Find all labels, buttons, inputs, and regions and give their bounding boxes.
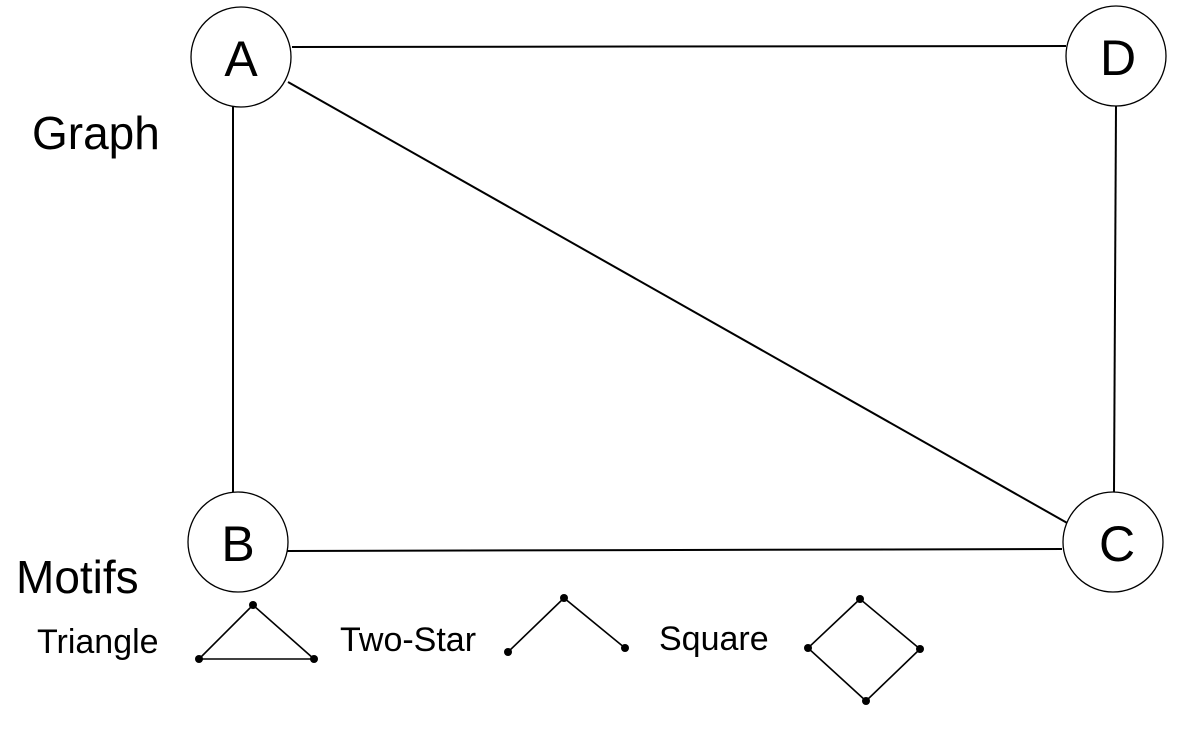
square-vertex <box>804 644 812 652</box>
graph-edges <box>232 45 1117 552</box>
square-shape <box>806 597 922 703</box>
motif-two-star: Two-Star <box>340 594 629 659</box>
node-a: A <box>190 6 292 108</box>
motif-triangle-label: Triangle <box>37 623 159 661</box>
two-star-vertex <box>560 594 568 602</box>
node-d: D <box>1065 5 1167 107</box>
node-b: B <box>187 491 289 593</box>
motifs-label: Motifs <box>16 551 139 603</box>
edge-b-c <box>286 548 1063 552</box>
edge-a-c <box>287 81 1070 525</box>
node-c: C <box>1062 491 1164 593</box>
triangle-vertex <box>195 655 203 663</box>
motif-triangle: Triangle <box>37 601 318 663</box>
motif-square: Square <box>659 595 924 705</box>
graph-label: Graph <box>32 107 160 159</box>
edge-d-c <box>1113 105 1117 493</box>
square-vertex <box>856 595 864 603</box>
square-vertex <box>916 645 924 653</box>
edge-a-d <box>291 45 1067 48</box>
square-vertex <box>862 697 870 705</box>
node-c-label: C <box>1099 516 1135 572</box>
triangle-vertex <box>249 601 257 609</box>
motif-square-label: Square <box>659 620 769 658</box>
two-star-shape <box>507 596 626 653</box>
motif-two-star-label: Two-Star <box>340 621 476 659</box>
node-b-label: B <box>221 516 254 572</box>
node-d-label: D <box>1100 30 1136 86</box>
triangle-vertex <box>310 655 318 663</box>
triangle-shape <box>197 603 317 660</box>
two-star-vertex <box>504 648 512 656</box>
node-a-label: A <box>224 31 258 87</box>
two-star-vertex <box>621 644 629 652</box>
